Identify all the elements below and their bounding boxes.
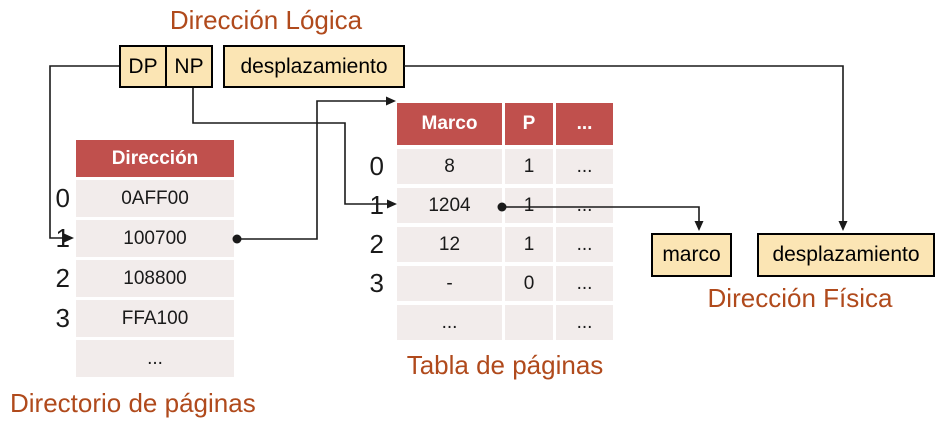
directory-index-2: 2 bbox=[55, 263, 70, 293]
table-cell: ... bbox=[556, 266, 613, 301]
pagetable-index-3: 3 bbox=[369, 268, 384, 298]
table-cell: 0 bbox=[505, 266, 553, 301]
pagetable-header-marco: Marco bbox=[397, 103, 502, 145]
np-field: NP bbox=[165, 45, 213, 88]
pagetable-index-0: 0 bbox=[369, 151, 384, 181]
table-row: FFA100 bbox=[76, 300, 234, 337]
table-cell: 1 bbox=[505, 227, 553, 262]
table-cell: ... bbox=[556, 305, 613, 340]
physical-address-title: Dirección Física bbox=[707, 283, 893, 313]
table-cell: - bbox=[397, 266, 502, 301]
pagetable-index-1: 1 bbox=[369, 190, 384, 220]
directory-index-0: 0 bbox=[55, 183, 70, 213]
pagetable-header-more: ... bbox=[556, 103, 613, 145]
physical-offset-field: desplazamiento bbox=[757, 233, 935, 277]
page-table-caption: Tabla de páginas bbox=[406, 350, 604, 380]
dp-field: DP bbox=[119, 45, 167, 88]
table-row: 100700 bbox=[76, 220, 234, 257]
table-cell: ... bbox=[556, 188, 613, 223]
table-cell: ... bbox=[556, 149, 613, 184]
table-cell: 8 bbox=[397, 149, 502, 184]
table-cell: 1204 bbox=[397, 188, 502, 223]
pagetable-index-2: 2 bbox=[369, 229, 384, 259]
table-cell bbox=[505, 305, 553, 340]
table-cell: ... bbox=[556, 227, 613, 262]
logical-address-title: Dirección Lógica bbox=[169, 5, 363, 35]
page-table: Marco P ... 8 1 ... 1204 1 ... 12 1 ... … bbox=[397, 103, 613, 340]
directory-header: Dirección bbox=[76, 140, 234, 177]
table-cell: ... bbox=[397, 305, 502, 340]
page-directory-caption: Directorio de páginas bbox=[10, 388, 256, 418]
table-cell: 12 bbox=[397, 227, 502, 262]
pagetable-header-p: P bbox=[505, 103, 553, 145]
table-cell: 1 bbox=[505, 149, 553, 184]
physical-frame-field: marco bbox=[651, 233, 732, 277]
table-row: ... bbox=[76, 340, 234, 377]
logical-address-fields: DP NP bbox=[119, 45, 213, 88]
page-directory-table: Dirección 0AFF00 100700 108800 FFA100 ..… bbox=[76, 140, 234, 377]
offset-field: desplazamiento bbox=[223, 45, 405, 88]
table-row: 0AFF00 bbox=[76, 180, 234, 217]
table-row: 108800 bbox=[76, 260, 234, 297]
table-cell: 1 bbox=[505, 188, 553, 223]
directory-index-3: 3 bbox=[55, 303, 70, 333]
directory-index-1: 1 bbox=[55, 223, 70, 253]
